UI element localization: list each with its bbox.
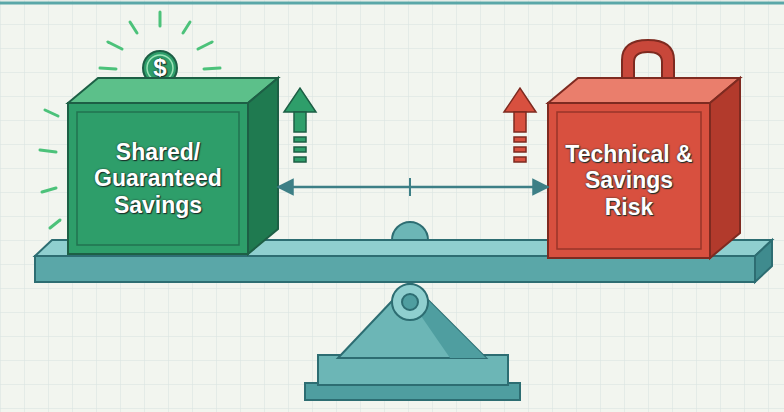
node-text: Technical & Savings Risk <box>560 141 698 220</box>
up-arrow <box>284 88 316 162</box>
node-text: Shared/ Guaranteed Savings <box>80 139 236 218</box>
top-rule <box>0 2 784 5</box>
savings-box: Shared/ Guaranteed Savings <box>68 78 278 254</box>
risk-box: Technical & Savings Risk <box>548 78 740 258</box>
up-arrow <box>504 88 536 162</box>
box-face: Shared/ Guaranteed Savings <box>80 115 236 242</box>
fulcrum <box>305 282 520 400</box>
balance-arrow <box>278 186 548 189</box>
box-face: Technical & Savings Risk <box>560 115 698 246</box>
centre-tick <box>409 178 411 196</box>
